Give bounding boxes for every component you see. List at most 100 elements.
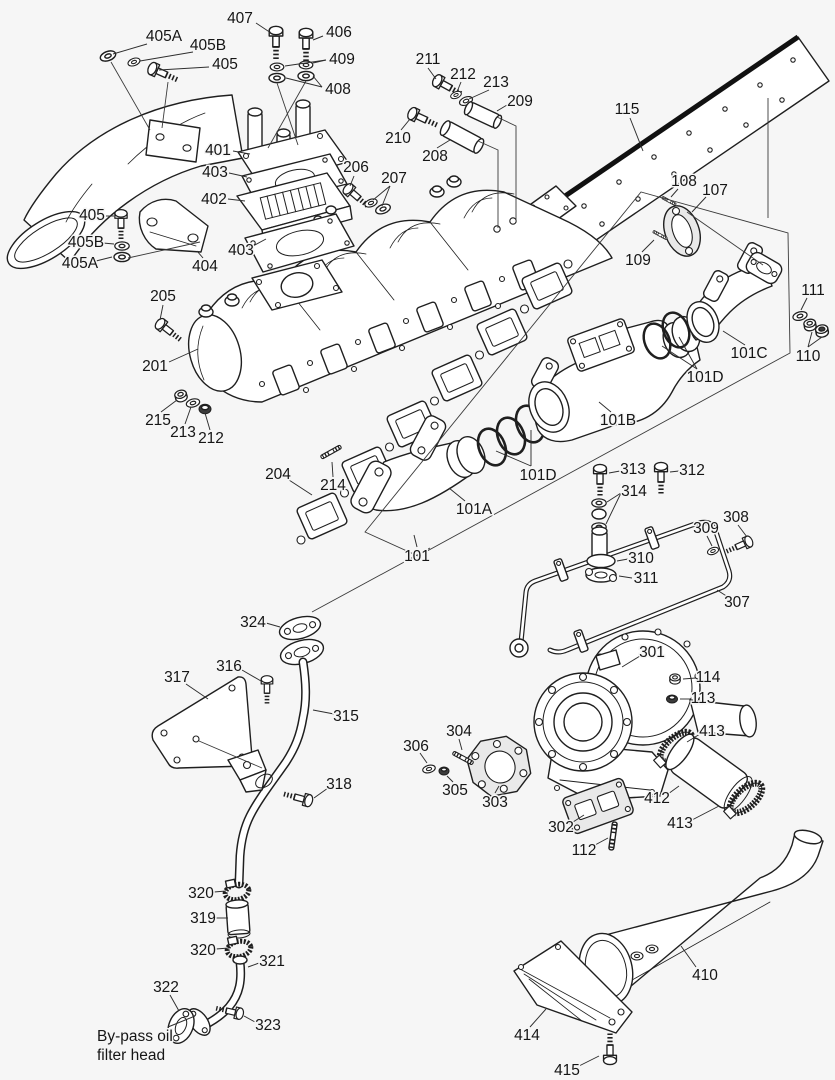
part-label: 403 xyxy=(228,242,254,259)
part-label: 113 xyxy=(691,690,716,707)
leader-line xyxy=(288,479,313,496)
leader-line xyxy=(349,175,355,187)
part-label: 406 xyxy=(326,24,352,41)
leader-line xyxy=(228,172,248,178)
exhaust-pipe-group xyxy=(513,829,824,1065)
part-label: 313 xyxy=(620,461,646,478)
part-label: 404 xyxy=(192,258,218,275)
leader-line xyxy=(312,75,323,88)
part-label: 109 xyxy=(625,252,651,269)
leader-line xyxy=(185,683,209,700)
leader-line xyxy=(598,401,612,413)
part-label: 114 xyxy=(696,669,721,686)
leader-line xyxy=(529,1008,547,1028)
dowel-pin-209 xyxy=(463,101,503,129)
leader-line xyxy=(737,524,748,538)
stud-112 xyxy=(609,822,618,850)
leader-line xyxy=(448,487,466,502)
part-label: 206 xyxy=(343,159,369,176)
leader-line xyxy=(167,1015,196,1028)
heat-shield xyxy=(519,34,830,267)
leader-line xyxy=(232,150,251,155)
leader-line xyxy=(312,709,335,715)
leader-line xyxy=(313,787,329,799)
leader-line xyxy=(215,947,230,950)
part-label: 213 xyxy=(170,424,196,441)
leader-line xyxy=(419,752,428,764)
part-label: 324 xyxy=(240,614,266,631)
part-label: 303 xyxy=(482,794,508,811)
intake-manifold xyxy=(187,175,613,403)
leader-line xyxy=(265,622,281,628)
part-label: 311 xyxy=(634,570,659,587)
heater-bolts xyxy=(269,26,314,84)
heater-gasket-lower xyxy=(244,213,355,273)
leader-line xyxy=(159,304,164,321)
leader-line xyxy=(495,450,532,467)
part-label: 413 xyxy=(667,815,693,832)
leader-line xyxy=(807,336,823,348)
air-heater-stack xyxy=(236,99,355,273)
part-label: 401 xyxy=(205,142,231,159)
leader-line xyxy=(496,104,508,112)
part-label: 101C xyxy=(730,345,767,362)
leader-line xyxy=(456,81,462,93)
part-label: 405A xyxy=(146,28,183,45)
part-label: 318 xyxy=(326,776,352,793)
leader-line xyxy=(667,785,680,795)
leader-line xyxy=(196,250,204,259)
leader-line xyxy=(372,185,391,201)
leader-line xyxy=(436,139,451,149)
leader-line xyxy=(160,399,178,413)
leader-line xyxy=(682,677,697,680)
leader-line xyxy=(241,669,262,682)
leader-line xyxy=(139,51,194,62)
support-plate-317 xyxy=(151,676,254,769)
part-label: 101 xyxy=(404,548,430,565)
leader-line xyxy=(468,89,490,100)
leader-line xyxy=(621,655,641,668)
leader-line xyxy=(669,470,680,473)
turbo-mount-flange xyxy=(567,318,635,372)
connector-hose-412 xyxy=(665,733,753,813)
leader-line xyxy=(594,837,609,846)
dowel-seat xyxy=(493,225,501,233)
part-label: 322 xyxy=(153,979,179,996)
leader-line xyxy=(331,461,334,478)
bolt-318 xyxy=(282,788,314,807)
leader-line xyxy=(247,962,260,968)
pipe-bracket xyxy=(145,119,201,163)
fasteners-top-middle xyxy=(341,73,503,217)
leader-line xyxy=(616,558,629,562)
part-label: 408 xyxy=(325,81,351,98)
drain-hose-group xyxy=(167,877,252,1044)
lock-washer-305 xyxy=(438,766,450,776)
washer-314a xyxy=(591,498,607,508)
construction-lines xyxy=(110,61,791,769)
part-label: 101D xyxy=(686,369,723,386)
heater-mounting-pad xyxy=(251,259,343,311)
exhaust-manifold-rear-elbow xyxy=(686,242,783,343)
drain-flange-gasket-324 xyxy=(278,615,325,666)
fasteners-110-111 xyxy=(791,309,830,339)
turbo-oil-inlet-boss xyxy=(595,649,621,671)
bolt-313 xyxy=(594,464,607,495)
turbine-inlet-gasket xyxy=(466,735,532,797)
leader-line xyxy=(95,256,113,262)
part-label: 412 xyxy=(644,790,670,807)
part-label: 409 xyxy=(329,51,355,68)
part-label: 321 xyxy=(259,953,285,970)
leader-line xyxy=(572,814,585,823)
pipe-bracket-414 xyxy=(513,940,633,1034)
part-label: 312 xyxy=(679,462,705,479)
part-label: 110 xyxy=(796,348,821,365)
bolt-205 xyxy=(153,317,184,345)
leader-line xyxy=(691,196,707,213)
leader-line xyxy=(661,345,698,370)
leader-line xyxy=(641,239,655,253)
leader-line xyxy=(102,242,115,245)
bolt-308 xyxy=(724,535,754,557)
